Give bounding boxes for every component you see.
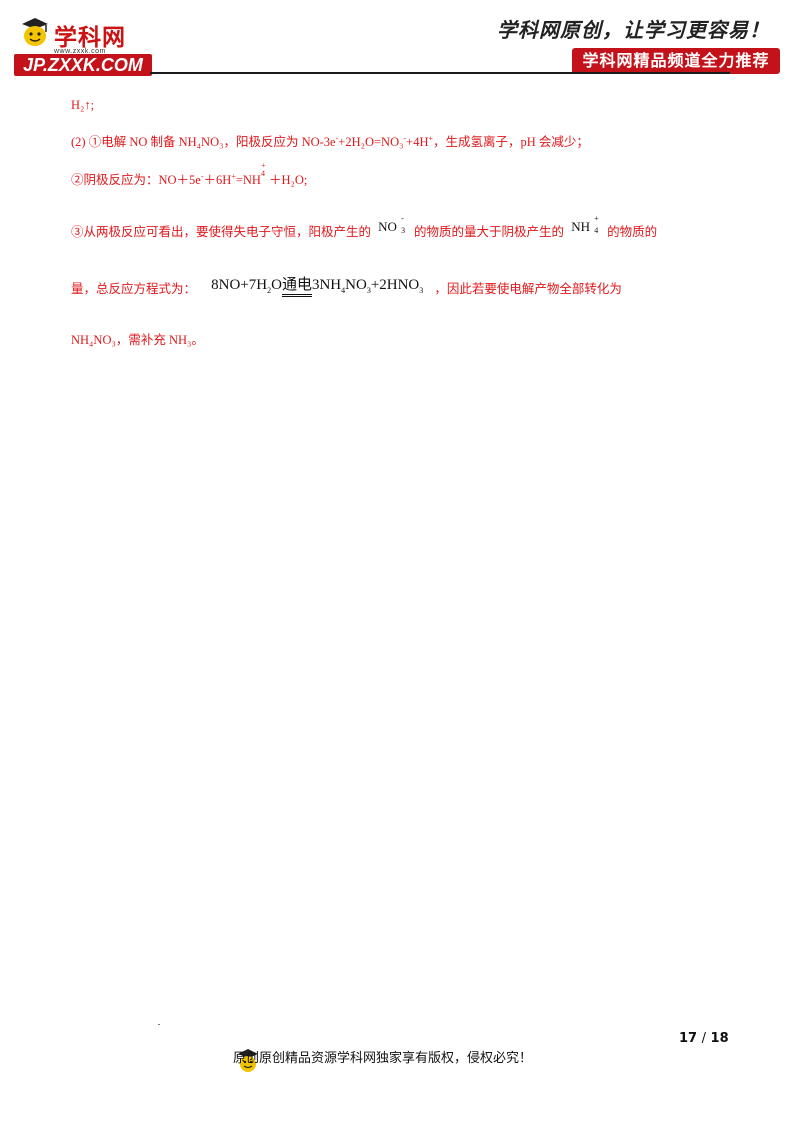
- promo-badge[interactable]: 学科网精品频道全力推荐: [572, 48, 780, 74]
- text-line-1: (2) ①电解 NO 制备 NH₄NO₃，阳极反应为 NO-3e-+2H₂O=N…: [71, 133, 589, 149]
- page-number: 17 / 18: [679, 1031, 729, 1046]
- text-line-5: NH₄NO₃，需补充 NH₃。: [71, 333, 204, 347]
- text-line-2: ②阴极反应为：NO＋5e-＋6H+=NH+4＋H₂O;: [71, 161, 308, 187]
- zxxk-logo[interactable]: 学科网 www.zxxk.com JP.ZXXK.COM: [14, 12, 154, 76]
- text-line-0: H₂↑;: [71, 98, 95, 112]
- page-header: 学科网 www.zxxk.com JP.ZXXK.COM 学科网原创，让学习更容…: [0, 0, 800, 80]
- header-divider: [150, 72, 730, 74]
- mascot-icon: [22, 18, 48, 46]
- logo-banner: JP.ZXXK.COM: [14, 54, 152, 76]
- mark-dot: [158, 1024, 160, 1025]
- text-line-3: ③从两极反应可看出，要使得失电子守恒，阳极产生的 NO-3 的物质的量大于阴极产…: [71, 214, 658, 239]
- header-slogan: 学科网原创，让学习更容易！: [497, 18, 770, 42]
- total-equation: 8NO+7H2O通电3NH4NO3+2HNO3: [211, 277, 424, 297]
- logo-text: 学科网: [54, 25, 126, 51]
- equation-condition: 通电: [281, 277, 312, 297]
- ammonium-ion: NH+4: [571, 214, 599, 236]
- logo-url: www.zxxk.com: [54, 48, 106, 55]
- nitrate-ion: NO-3: [378, 214, 406, 236]
- text-line-4: 量，总反应方程式为： 8NO+7H2O通电3NH4NO3+2HNO3 ，因此若要…: [71, 277, 622, 297]
- copyright-note: 原创原创精品资源学科网独家享有版权，侵权必究！: [233, 1051, 533, 1066]
- mascot-icon: [238, 1049, 258, 1072]
